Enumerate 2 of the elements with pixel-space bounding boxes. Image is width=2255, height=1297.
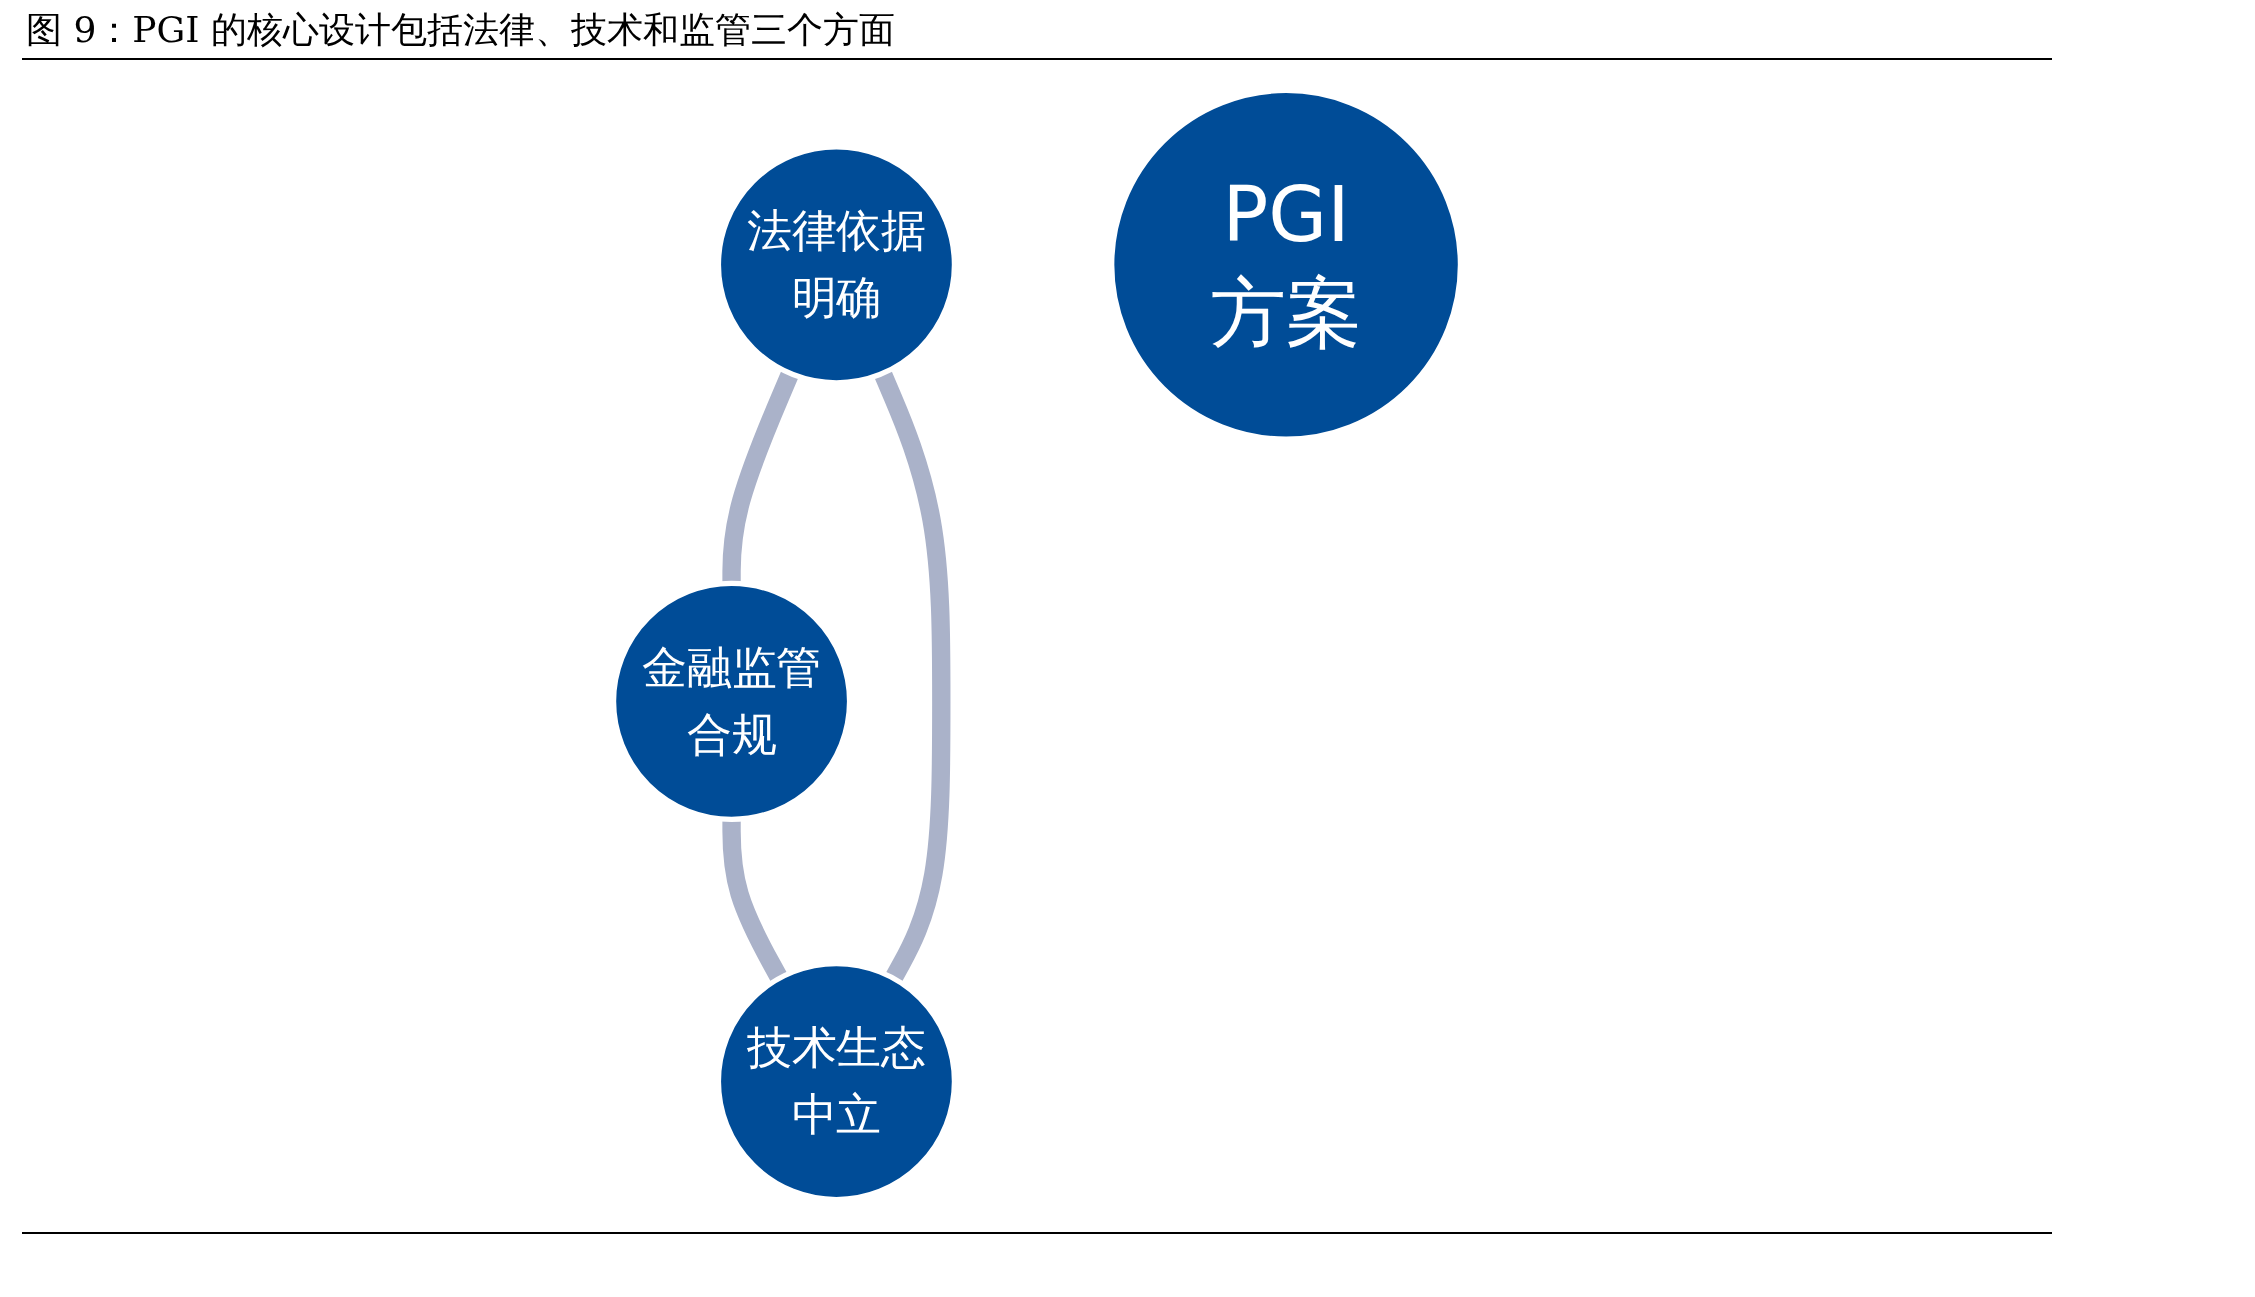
connector: [722, 819, 788, 983]
title: 图 9：PGI 的核心设计包括法律、技术和监管三个方面: [26, 8, 895, 52]
